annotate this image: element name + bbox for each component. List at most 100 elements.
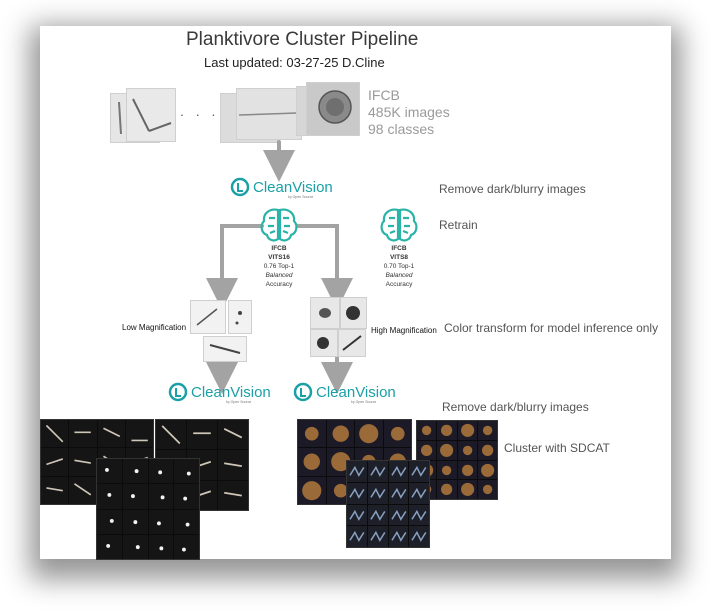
high-mag-sample-3 <box>310 329 338 357</box>
round-cell-image <box>318 90 352 124</box>
model-metric-2: Accuracy <box>385 281 413 288</box>
model-metric-2: Accuracy <box>265 281 293 288</box>
grid-cell <box>174 534 199 559</box>
grid-cell <box>41 420 69 448</box>
grid-cell <box>409 504 429 526</box>
grid-cell <box>218 480 248 510</box>
page-subtitle: Last updated: 03-27-25 D.Cline <box>204 55 385 70</box>
grid-cell <box>122 484 148 509</box>
grid-cell <box>148 484 174 509</box>
grid-cell <box>457 440 477 460</box>
specimen-image <box>482 484 493 495</box>
high-mag-sample-1 <box>310 297 340 329</box>
grid-cell <box>437 440 457 460</box>
specimen-image <box>160 495 165 500</box>
grid-cell <box>477 421 497 440</box>
label-low-magnification: Low Magnification <box>122 323 187 332</box>
specimen-image <box>481 444 493 456</box>
specimen-image <box>158 546 163 551</box>
grid-cell <box>122 534 148 559</box>
grid-cell <box>347 526 367 547</box>
specimen-image <box>349 465 365 477</box>
ellipsis: . . . <box>180 103 220 119</box>
specimen-image <box>223 428 243 439</box>
grid-cell <box>122 509 148 534</box>
specimen-image <box>461 464 473 476</box>
cleanvision-name: CleanVision <box>253 178 333 196</box>
specimen-image <box>109 518 114 523</box>
specimen-image <box>370 487 386 499</box>
grid-cell <box>477 480 497 499</box>
grid-cell <box>383 420 411 448</box>
ifcb-stat-images: 485K images <box>368 104 450 120</box>
specimen-image <box>332 425 349 442</box>
cleanvision-logo-low: CleanVision by Open Source <box>168 382 271 404</box>
cleanvision-logo-top: CleanVision by Open Source <box>230 177 333 199</box>
specimen-image <box>161 425 181 445</box>
specimen-image <box>462 445 472 455</box>
note-remove-top: Remove dark/blurry images <box>439 182 586 196</box>
specimen-image <box>370 509 386 521</box>
specimen-image <box>333 483 348 498</box>
grid-cell <box>409 482 429 504</box>
grid-cell <box>97 534 122 559</box>
cleanvision-logo-high: CleanVision by Open Source <box>293 382 396 404</box>
specimen-image <box>390 465 406 477</box>
specimen-image <box>46 486 63 492</box>
high-mag-cluster-grid-3 <box>346 460 430 548</box>
low-mag-sample-3 <box>203 336 247 362</box>
grid-cell <box>417 440 437 460</box>
grid-cell <box>388 504 409 526</box>
specimen-image <box>183 496 188 501</box>
model-arch: VITS16 <box>268 254 290 261</box>
cell-image <box>346 306 360 320</box>
note-color-transform: Color transform for model inference only <box>444 321 659 335</box>
grid-cell <box>457 460 477 480</box>
ifcb-stat-name: IFCB <box>368 87 400 103</box>
ifcb-stat-classes: 98 classes <box>368 121 435 137</box>
grid-cell <box>477 460 497 480</box>
model-metric-1: Balanced <box>385 272 413 279</box>
grid-cell <box>122 459 148 484</box>
grid-cell <box>409 461 429 482</box>
specimen-image <box>302 480 322 500</box>
specimen-image <box>130 494 135 499</box>
specimen-image <box>304 426 319 441</box>
low-mag-cluster-grid-3 <box>96 458 200 560</box>
grid-cell <box>69 420 97 448</box>
note-remove-bottom: Remove dark/blurry images <box>442 400 589 414</box>
specimen-image <box>349 531 365 543</box>
specimen-image <box>460 483 474 497</box>
specimen-image <box>370 531 386 543</box>
cleanvision-sub: by Open Source <box>351 400 377 404</box>
grid-cell <box>174 509 199 534</box>
specimen-image <box>131 439 148 442</box>
low-mag-sample-2 <box>228 300 252 334</box>
specimen-image <box>441 424 453 436</box>
grid-cell <box>347 504 367 526</box>
note-cluster: Cluster with SDCAT <box>504 441 610 455</box>
specimen-image <box>303 453 320 471</box>
ifcb-thumb-4 <box>236 88 302 140</box>
brain-icon <box>380 208 418 242</box>
model-label-vits8: IFCB VITS8 0.70 Top-1 Balanced Accuracy <box>364 244 434 289</box>
ifcb-thumb-2 <box>126 88 176 142</box>
specimen-image <box>74 482 92 496</box>
specimen-image <box>46 458 64 466</box>
grid-cell <box>97 459 122 484</box>
specimen-image <box>390 487 406 499</box>
chain-v-image <box>132 98 172 132</box>
specimen-image <box>411 487 427 499</box>
grid-cell <box>69 448 97 476</box>
grid-cell <box>355 420 383 448</box>
grid-cell <box>148 459 174 484</box>
rod-image <box>209 344 241 354</box>
grid-cell <box>298 448 326 476</box>
specimen-image <box>135 544 140 549</box>
grid-cell <box>477 440 497 460</box>
specimen-image <box>105 467 109 472</box>
grid-cell <box>437 460 457 480</box>
specimen-image <box>185 522 190 526</box>
specimen-image <box>370 465 386 477</box>
grid-cell <box>388 526 409 547</box>
